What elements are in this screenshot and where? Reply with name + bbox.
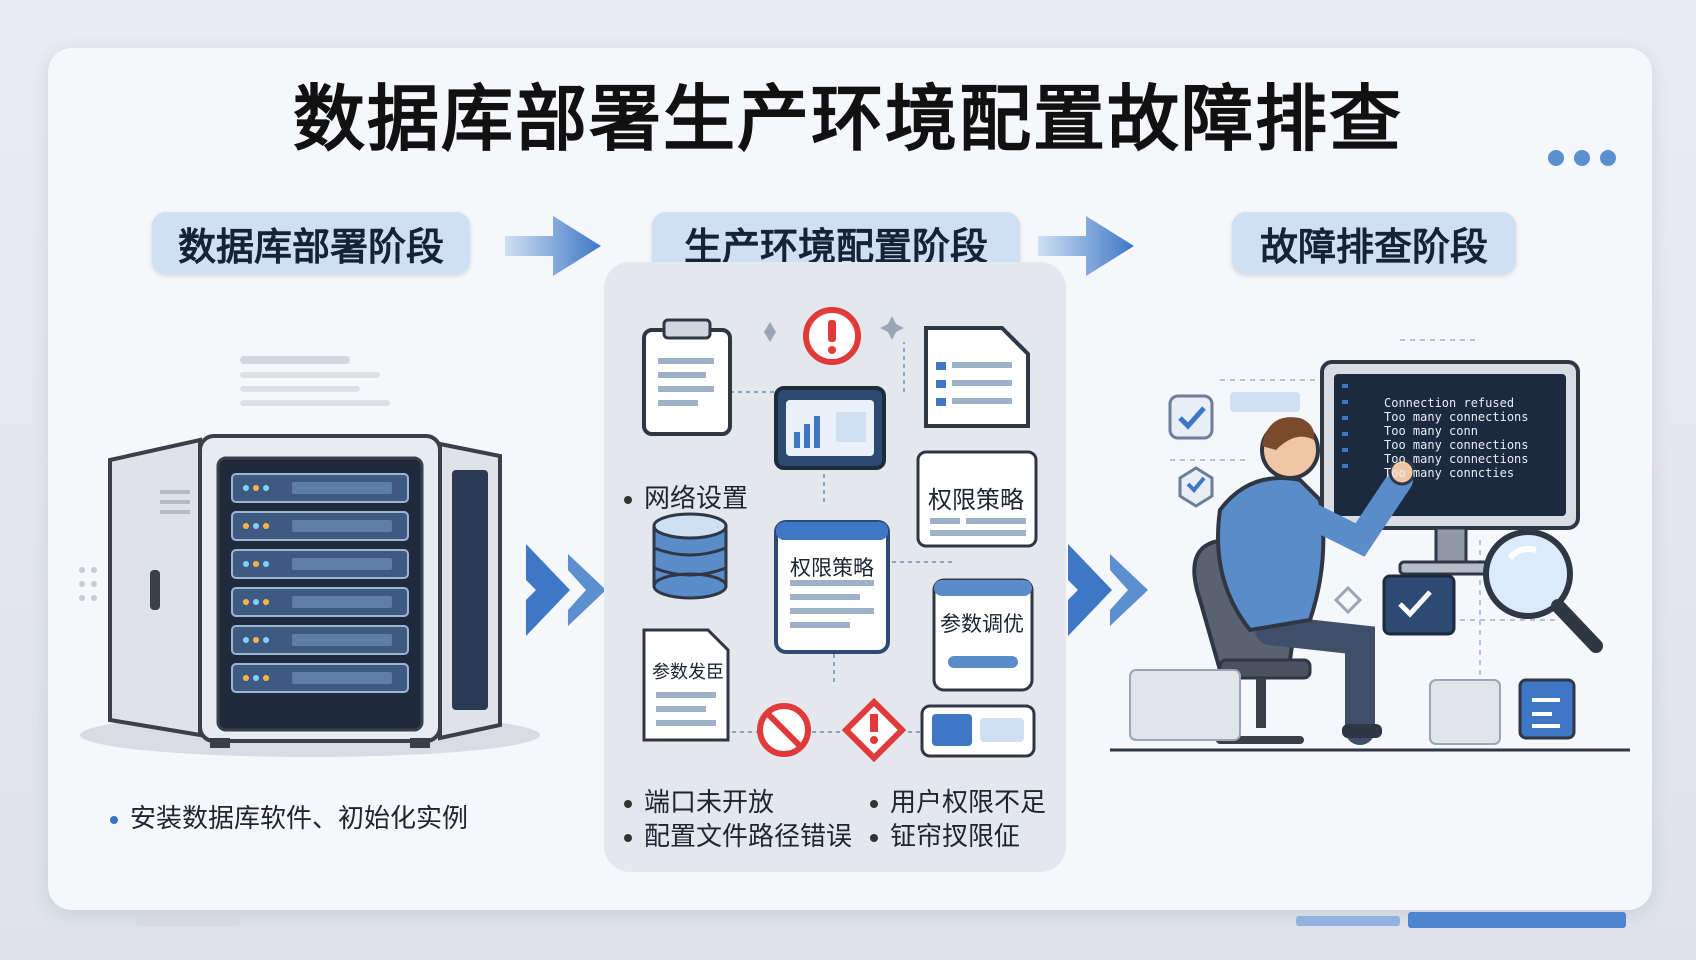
database-icon [652, 512, 728, 600]
issue-config-path: 配置文件路径错误 [624, 816, 852, 853]
magnifier-icon [1483, 529, 1603, 653]
warning-icon [841, 697, 907, 762]
permission-card-label: 权限策略 [928, 486, 1024, 514]
stage-pill-troubleshoot: 故障排查阶段 [1232, 212, 1516, 274]
stage-pill-deploy: 数据库部署阶段 [152, 212, 470, 274]
page-title: 数据库部署生产环境配置故障排查 [292, 77, 1403, 161]
chevron-right-icon [1068, 544, 1148, 636]
param-file-label: 参数发臣 [652, 662, 724, 683]
flow-arrow-icon [505, 216, 601, 276]
config-illustration [642, 307, 1038, 762]
issue-permission-other: 钲帘扠限佂 [870, 816, 1020, 853]
blocked-icon [757, 703, 811, 757]
deploy-step-bullet: 安装数据库软件、初始化实例 [110, 798, 468, 835]
param-tuning-label: 参数调优 [940, 612, 1024, 636]
more-dots-icon [1538, 150, 1616, 170]
footer-bar [136, 916, 240, 926]
footer-bar [1408, 912, 1626, 928]
server-rack-illustration [79, 356, 540, 757]
terminal-output: Connection refused Too many connections … [1384, 396, 1529, 480]
issue-user-permission: 用户权限不足 [870, 782, 1046, 819]
permission-center-label: 权限策略 [790, 556, 874, 580]
chevron-right-icon [526, 544, 606, 636]
flow-arrow-icon [1038, 216, 1134, 276]
footer-bar [1296, 916, 1400, 926]
network-settings-bullet: 网络设置 [624, 478, 748, 515]
engineer-figure [1192, 417, 1416, 745]
troubleshoot-illustration [1110, 339, 1630, 752]
issue-port-closed: 端口未开放 [624, 782, 774, 819]
check-badge-icon [1168, 394, 1214, 440]
